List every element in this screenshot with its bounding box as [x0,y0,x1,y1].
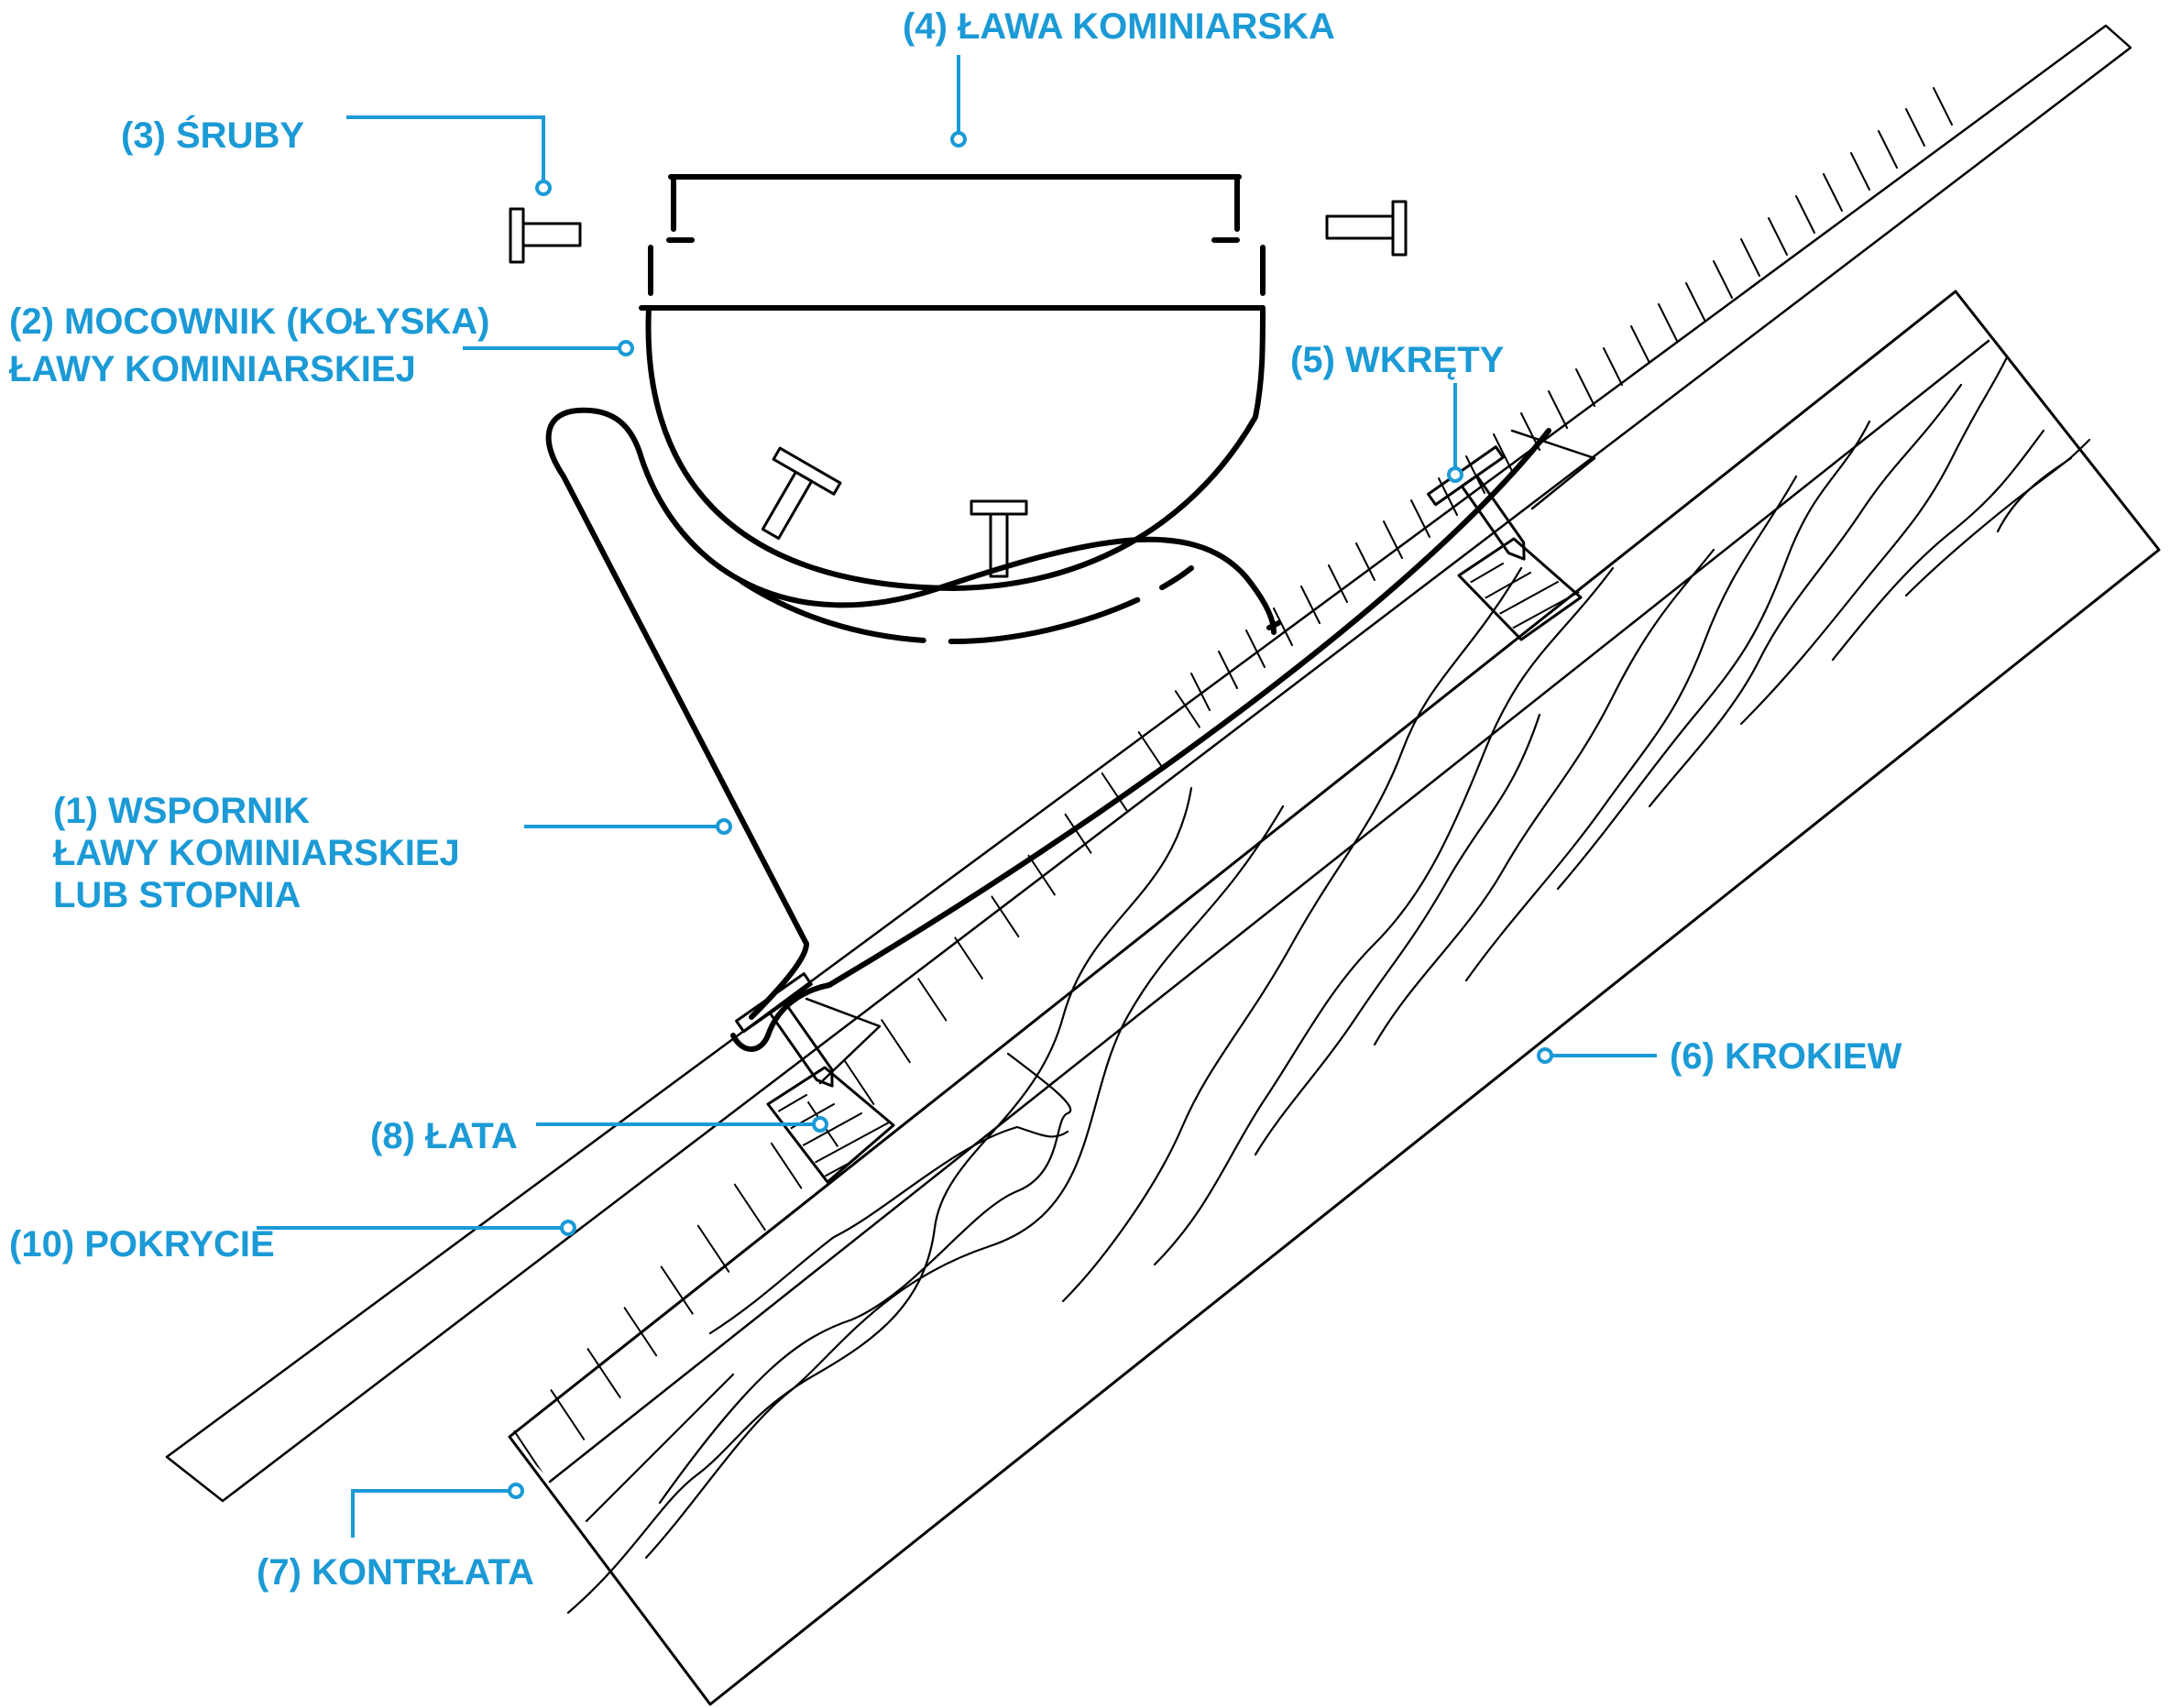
label-bracket-line1: (1) WSPORNIK [53,791,310,831]
label-bracket-line2: ŁAWY KOMINIARSKIEJ [53,833,460,873]
bench-cradle [639,245,1266,644]
label-bracket-line3: LUB STOPNIA [53,875,301,915]
label-roofing: (10) POKRYCIE [9,1224,275,1265]
label-cradle-line1: (2) MOCOWNIK (KOŁYSKA) [9,301,490,342]
rafter [508,87,2161,1706]
callout-lines [257,55,1657,1538]
chimney-sweep-bench [666,174,1242,243]
bolts [509,200,1408,264]
bench-bracket [545,407,1551,1052]
label-screws: (5) WKRĘTY [1290,340,1505,380]
label-rafter: (6) KROKIEW [1670,1036,1902,1077]
label-cradle-line2: ŁAWY KOMINIARSKIEJ [9,349,416,389]
label-counter-batten: (7) KONTRŁATA [257,1552,534,1593]
label-batten: (8) ŁATA [370,1116,518,1156]
roof-covering-strip [165,24,2132,1503]
label-bolts: (3) ŚRUBY [121,115,305,156]
batten-upper [1457,537,1583,641]
label-bench: (4) ŁAWA KOMINIARSKA [903,6,1335,47]
